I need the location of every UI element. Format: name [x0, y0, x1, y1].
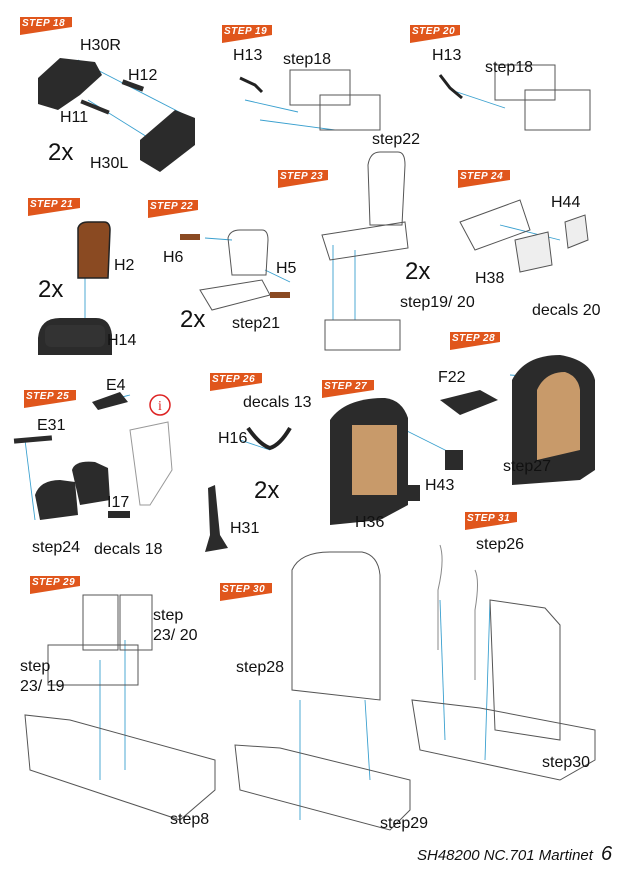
step21-parts [38, 221, 112, 355]
step-24-tag: STEP 24 [460, 171, 504, 182]
part-label-h30l: H30L [90, 155, 129, 172]
part-label-f22: F22 [438, 369, 466, 386]
part-label-h31: H31 [230, 520, 260, 537]
part-label-h30r: H30R [80, 37, 121, 54]
step-23-tag: STEP 23 [280, 171, 324, 182]
page-footer: SH48200 NC.701 Martinet 6 [417, 843, 612, 866]
multiplier-label: 2x [254, 477, 280, 504]
step-reference: step19/ 20 [400, 294, 475, 311]
part-label-e4: E4 [106, 377, 126, 394]
step-reference: step18 [283, 51, 332, 68]
step-reference: step8 [170, 811, 210, 828]
step-reference: 23/ 19 [20, 678, 65, 695]
multiplier-label: 2x [38, 276, 64, 303]
step-reference: step29 [380, 815, 429, 832]
footer-title: SH48200 NC.701 Martinet [417, 847, 593, 864]
step-21-tag: STEP 21 [30, 199, 74, 210]
info-icon-letter: i [158, 399, 162, 414]
step-28-tag: STEP 28 [452, 333, 496, 344]
step-reference: step21 [232, 315, 281, 332]
step-reference: step [20, 658, 51, 675]
step23-parts [321, 151, 409, 351]
multiplier-label: 2x [48, 139, 74, 166]
info-icon: i [149, 394, 171, 416]
decals-label: decals 13 [243, 394, 312, 411]
step-reference: step22 [372, 131, 421, 148]
step19-parts [239, 69, 381, 131]
part-label-h44: H44 [551, 194, 581, 211]
multiplier-label: 2x [405, 258, 431, 285]
step31-parts [411, 544, 596, 781]
part-label-h38: H38 [475, 270, 505, 287]
part-label-h16: H16 [218, 430, 248, 447]
page-number: 6 [600, 843, 613, 865]
step-25-tag: STEP 25 [26, 391, 70, 402]
step-20-tag: STEP 20 [412, 26, 456, 37]
step-27-tag: STEP 27 [324, 381, 368, 392]
part-label-h13: H13 [432, 47, 462, 64]
step22-parts [180, 229, 290, 311]
step-reference: step28 [236, 659, 285, 676]
step-reference: 23/ 20 [153, 627, 198, 644]
decals-label: decals 18 [94, 541, 163, 558]
step-reference: step18 [485, 59, 534, 76]
part-label-h13: H13 [233, 47, 263, 64]
part-label-h11: H11 [60, 109, 89, 126]
step24-parts [459, 199, 589, 273]
step18-parts [38, 58, 195, 172]
step-reference: step27 [503, 458, 552, 475]
step-30-tag: STEP 30 [222, 584, 266, 595]
part-label-h5: H5 [276, 260, 297, 277]
part-label-h2: H2 [114, 257, 135, 274]
step-reference: step24 [32, 539, 81, 556]
multiplier-label: 2x [180, 306, 206, 333]
step27-parts [330, 398, 463, 525]
step-19-tag: STEP 19 [224, 26, 268, 37]
step28-parts [440, 355, 595, 485]
part-label-h43: H43 [425, 477, 455, 494]
decals-label: decals 20 [532, 302, 601, 319]
step26-parts [205, 426, 292, 552]
part-label-h14: H14 [107, 332, 137, 349]
step25-parts [13, 392, 173, 520]
step-18-tag: STEP 18 [22, 18, 66, 29]
step-reference: step [153, 607, 184, 624]
step29-parts [24, 594, 216, 821]
step-tag-shapes [20, 17, 517, 601]
step20-parts [438, 64, 591, 131]
step-26-tag: STEP 26 [212, 374, 256, 385]
step-reference: step26 [476, 536, 525, 553]
part-label-e31: E31 [37, 417, 66, 434]
part-label-i17: I17 [107, 494, 130, 511]
part-label-h6: H6 [163, 249, 184, 266]
step-22-tag: STEP 22 [150, 201, 194, 212]
part-label-h36: H36 [355, 514, 385, 531]
step-31-tag: STEP 31 [467, 513, 511, 524]
step30-parts [234, 551, 411, 831]
step-29-tag: STEP 29 [32, 577, 76, 588]
part-label-h12: H12 [128, 67, 158, 84]
step-reference: step30 [542, 754, 591, 771]
